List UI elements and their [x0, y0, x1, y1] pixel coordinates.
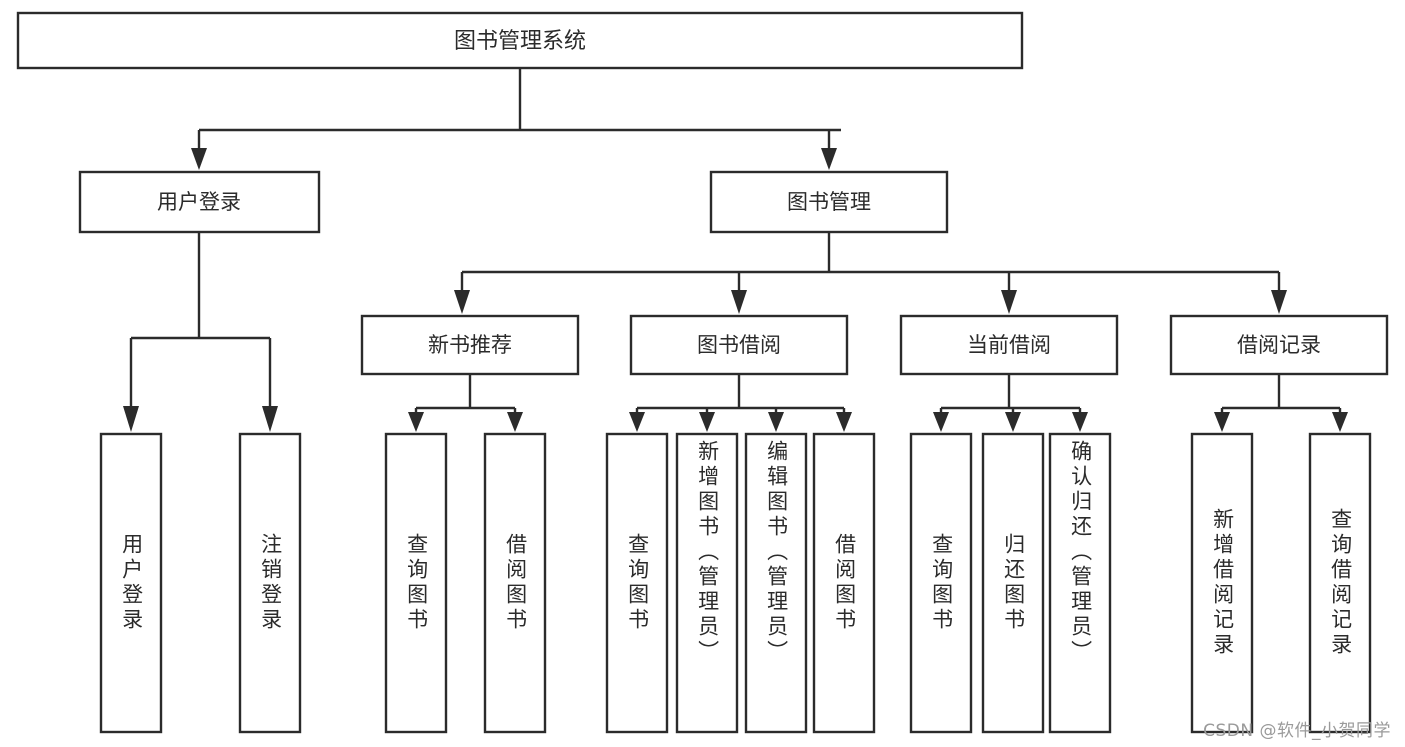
- leaf-rect-bb-add-book[interactable]: [675, 432, 739, 734]
- arrow-head-bb-edit: [768, 412, 784, 432]
- leaf-rect-nbr-query-book[interactable]: [384, 432, 448, 734]
- leaf-boxes: [99, 432, 1372, 734]
- csdn-watermark: CSDN @软件_小贺同学: [1203, 721, 1391, 741]
- arrow-head-leaf-user-login: [123, 406, 139, 432]
- node-book-management[interactable]: 图书管理: [709, 170, 949, 234]
- node-book-borrow-rect: [629, 314, 849, 376]
- arrow-head-book-borrow: [731, 290, 747, 314]
- node-book-borrow-label: 图书借阅: [697, 333, 781, 357]
- node-book-borrow[interactable]: 图书借阅: [629, 314, 849, 376]
- leaf-rect-user-login[interactable]: [99, 432, 163, 734]
- leaf-rect-bb-edit-book[interactable]: [744, 432, 808, 734]
- node-borrow-record-rect: [1169, 314, 1389, 376]
- connector-group-new-book-rec: [408, 374, 523, 432]
- node-user-login[interactable]: 用户登录: [78, 170, 321, 234]
- arrow-head-current-borrow: [1001, 290, 1017, 314]
- arrow-head-new-book-rec: [454, 290, 470, 314]
- leaf-rect-br-add-record[interactable]: [1190, 432, 1254, 734]
- leaf-rect-bb-query-book[interactable]: [605, 432, 669, 734]
- node-book-management-rect: [709, 170, 949, 234]
- arrow-head-cb-confirm: [1072, 412, 1088, 432]
- connector-group-book-borrow: [629, 374, 852, 432]
- node-user-login-label: 用户登录: [157, 190, 241, 214]
- connector-group-book-mgmt: [454, 232, 1287, 314]
- node-root-label: 图书管理系统: [454, 29, 586, 54]
- arrow-head-bb-query: [629, 412, 645, 432]
- node-borrow-record[interactable]: 借阅记录: [1169, 314, 1389, 376]
- node-new-book-recommend[interactable]: 新书推荐: [360, 314, 580, 376]
- leaf-rect-cb-confirm-return[interactable]: [1048, 432, 1112, 734]
- arrow-head-cb-query: [933, 412, 949, 432]
- arrow-head-nbr-query: [408, 412, 424, 432]
- leaf-rect-cb-return-book[interactable]: [981, 432, 1045, 734]
- node-user-login-rect: [78, 170, 321, 234]
- node-root[interactable]: 图书管理系统: [16, 11, 1024, 70]
- arrow-head-cb-return: [1005, 412, 1021, 432]
- leaf-rect-bb-borrow-book[interactable]: [812, 432, 876, 734]
- arrow-head-user-login: [191, 148, 207, 170]
- connector-group-user-login: [123, 232, 278, 432]
- node-book-management-label: 图书管理: [787, 190, 871, 214]
- connector-group-current-borrow: [933, 374, 1088, 432]
- node-root-rect: [16, 11, 1024, 70]
- arrow-head-bb-add: [699, 412, 715, 432]
- leaf-rect-br-query-record[interactable]: [1308, 432, 1372, 734]
- arrow-head-leaf-logout: [262, 406, 278, 432]
- node-current-borrow-label: 当前借阅: [967, 333, 1051, 357]
- leaf-rect-logout[interactable]: [238, 432, 302, 734]
- leaf-rect-cb-query-book[interactable]: [909, 432, 973, 734]
- node-borrow-record-label: 借阅记录: [1237, 333, 1321, 357]
- arrow-head-br-add: [1214, 412, 1230, 432]
- arrow-head-borrow-record: [1271, 290, 1287, 314]
- arrow-head-br-query: [1332, 412, 1348, 432]
- arrow-head-nbr-borrow: [507, 412, 523, 432]
- node-new-book-recommend-label: 新书推荐: [428, 333, 512, 357]
- leaf-rect-nbr-borrow-book[interactable]: [483, 432, 547, 734]
- node-new-book-recommend-rect: [360, 314, 580, 376]
- arrow-head-bb-borrow: [836, 412, 852, 432]
- connector-group-root: [191, 68, 841, 170]
- arrow-head-book-mgmt: [821, 148, 837, 170]
- connector-group-borrow-record: [1214, 374, 1348, 432]
- node-current-borrow[interactable]: 当前借阅: [899, 314, 1119, 376]
- node-current-borrow-rect: [899, 314, 1119, 376]
